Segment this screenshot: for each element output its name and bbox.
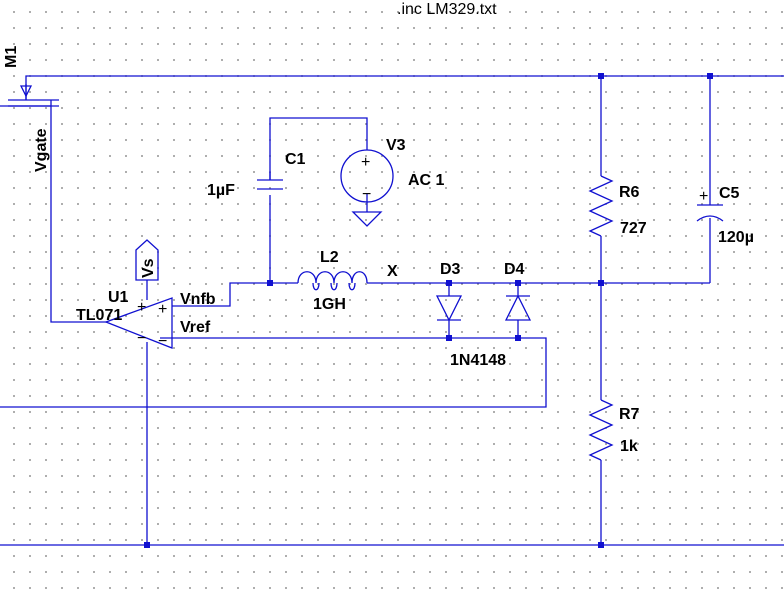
u1-ref: U1 — [108, 289, 129, 306]
capacitor-c5[interactable]: + C5 120µ — [696, 185, 754, 246]
wire-vnfb[interactable] — [172, 282, 298, 307]
v3-value: AC 1 — [408, 172, 445, 189]
m1-ref: M1 — [3, 46, 20, 68]
r7-ref: R7 — [619, 406, 640, 423]
junction — [598, 542, 604, 548]
net-vgate-label: Vgate — [33, 128, 50, 172]
diode-d4[interactable]: D4 — [504, 261, 532, 321]
resistor-r7[interactable]: R7 1k — [588, 399, 640, 461]
inductor-l2[interactable]: L2 1GH — [297, 249, 368, 313]
resistor-r6[interactable]: R6 727 — [588, 175, 647, 237]
junction — [515, 280, 521, 286]
wire-vgate[interactable] — [50, 106, 106, 323]
u1-model: TL071 — [76, 307, 122, 324]
junction — [515, 335, 521, 341]
wire-vref[interactable] — [0, 337, 547, 408]
r6-ref: R6 — [619, 184, 640, 201]
d4-ref: D4 — [504, 261, 525, 278]
net-flag-vs[interactable]: Vs — [135, 239, 159, 281]
l2-ref: L2 — [320, 249, 339, 266]
voltage-source-v3[interactable]: + − V3 AC 1 — [340, 137, 445, 203]
c5-value: 120µ — [718, 229, 754, 246]
opamp-vneg-pin: − — [137, 330, 146, 347]
opamp-triangle — [104, 297, 173, 349]
capacitor-c1[interactable]: C1 1µF — [207, 151, 306, 199]
c5-polarity-plus: + — [699, 188, 708, 205]
opamp-vpos-pin: + — [137, 299, 146, 316]
c5-ref: C5 — [719, 185, 740, 202]
wire-m1-drain[interactable] — [25, 75, 59, 100]
diode-d3[interactable]: D3 — [435, 261, 463, 322]
net-x-label: X — [387, 263, 398, 280]
v3-ref: V3 — [386, 137, 406, 154]
source-plus-pin: + — [361, 154, 370, 171]
c1-value: 1µF — [207, 182, 235, 199]
net-vnfb-label: Vnfb — [180, 291, 216, 308]
l2-value: 1GH — [313, 296, 346, 313]
mosfet-m1[interactable]: M1 Vgate — [3, 46, 59, 172]
r6-value: 727 — [620, 220, 647, 237]
junction — [707, 73, 713, 79]
diode-model-label: 1N4148 — [450, 352, 506, 369]
junction — [598, 280, 604, 286]
opamp-u1[interactable]: + − + − U1 TL071 — [76, 289, 173, 350]
junction — [446, 280, 452, 286]
junction — [598, 73, 604, 79]
c1-ref: C1 — [285, 151, 306, 168]
net-vref-label: Vref — [180, 319, 211, 336]
d3-ref: D3 — [440, 261, 461, 278]
junction — [144, 542, 150, 548]
junctions — [144, 73, 713, 548]
wire-c1-top[interactable] — [269, 117, 368, 180]
r7-value: 1k — [620, 438, 638, 455]
junction — [446, 335, 452, 341]
wires — [0, 75, 784, 546]
mosfet-arrow-icon — [19, 85, 33, 98]
source-minus-pin: − — [362, 186, 371, 203]
ground-icon — [351, 211, 383, 227]
opamp-plus-pin: + — [158, 301, 167, 318]
junction — [267, 280, 273, 286]
spice-directive[interactable]: .inc LM329.txt — [397, 1, 497, 18]
opamp-minus-pin: − — [158, 333, 167, 350]
net-vs-label: Vs — [140, 258, 157, 278]
